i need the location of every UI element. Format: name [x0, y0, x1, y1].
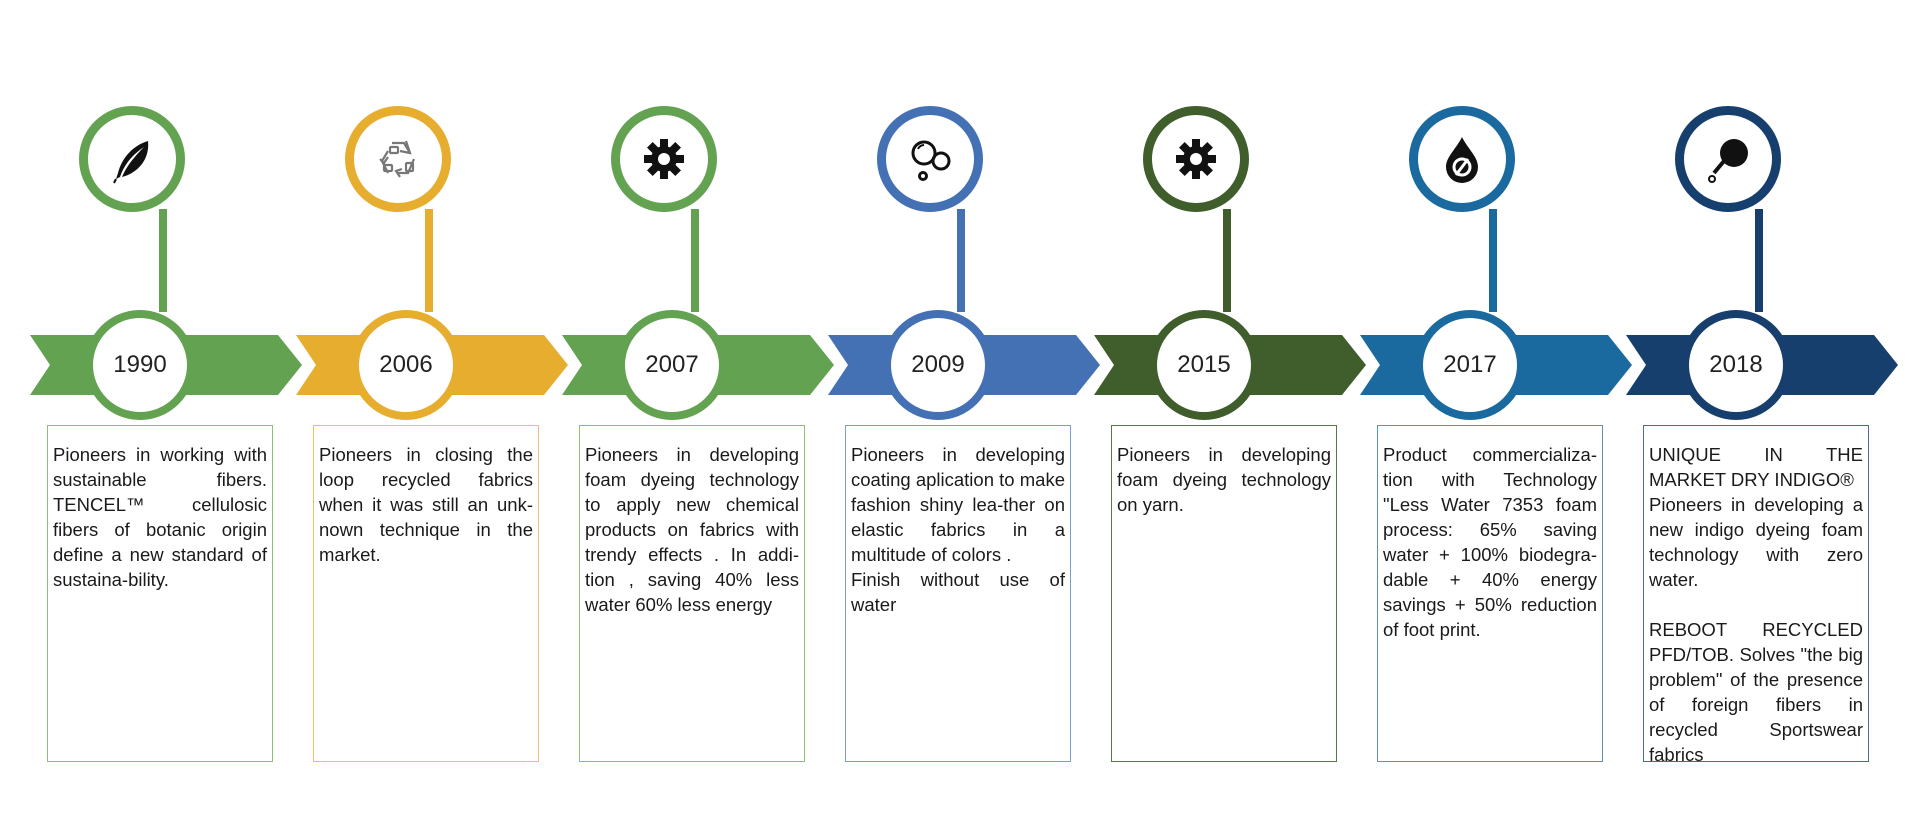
year-label: 2009: [883, 310, 993, 420]
description-text: Pioneers in developing coating aplicatio…: [851, 444, 1065, 565]
year-label: 2018: [1681, 310, 1791, 420]
year-label: 2015: [1149, 310, 1259, 420]
milestone-description: Pioneers in working with sustainable fib…: [47, 425, 273, 762]
icon-circle: [611, 106, 717, 212]
description-text: Product commercializa-tion with Technolo…: [1383, 444, 1597, 640]
bubbles-icon: [911, 140, 951, 181]
icon-circle: [877, 106, 983, 212]
connector-stem: [159, 209, 167, 312]
description-text: UNIQUE IN THE MARKET DRY INDIGO®: [1649, 444, 1863, 490]
description-text: Pioneers in developing foam dyeing techn…: [1117, 444, 1331, 515]
water-drop-icon: [1446, 137, 1478, 183]
description-text: Pioneers in closing the loop recycled fa…: [319, 444, 533, 565]
milestone-description: Pioneers in developing foam dyeing techn…: [1111, 425, 1337, 762]
milestone-description: UNIQUE IN THE MARKET DRY INDIGO®Pioneers…: [1643, 425, 1869, 765]
icon-circle: [1675, 106, 1781, 212]
year-label: 2007: [617, 310, 727, 420]
icon-circle: [1143, 106, 1249, 212]
gear-icon: [644, 139, 684, 179]
milestone-description: Pioneers in developing foam dyeing techn…: [579, 425, 805, 762]
connector-stem: [1489, 209, 1497, 312]
milestone-description: Pioneers in closing the loop recycled fa…: [313, 425, 539, 762]
description-text: Pioneers in developing a new indigo dyei…: [1649, 494, 1863, 590]
icon-circle: [79, 106, 185, 212]
connector-stem: [957, 209, 965, 312]
connector-stem: [1223, 209, 1231, 312]
description-text: Finish without use of water: [851, 569, 1065, 615]
milestone-description: Product commercializa-tion with Technolo…: [1377, 425, 1603, 762]
feather-icon: [113, 141, 149, 184]
paragraph-gap: [1649, 592, 1863, 617]
description-text: Pioneers in developing foam dyeing techn…: [585, 444, 799, 615]
milestone-description: Pioneers in developing coating aplicatio…: [845, 425, 1071, 762]
connector-stem: [425, 209, 433, 312]
dropper-icon: [1708, 139, 1748, 183]
description-text: REBOOT RECYCLED PFD/TOB. Solves "the big…: [1649, 619, 1863, 765]
year-label: 1990: [85, 310, 195, 420]
icon-circle: [1409, 106, 1515, 212]
recycle-icon: [379, 140, 416, 178]
icon-circle: [345, 106, 451, 212]
year-label: 2006: [351, 310, 461, 420]
year-label: 2017: [1415, 310, 1525, 420]
gear-icon: [1176, 139, 1216, 179]
description-text: Pioneers in working with sustainable fib…: [53, 444, 267, 590]
connector-stem: [1755, 209, 1763, 312]
connector-stem: [691, 209, 699, 312]
